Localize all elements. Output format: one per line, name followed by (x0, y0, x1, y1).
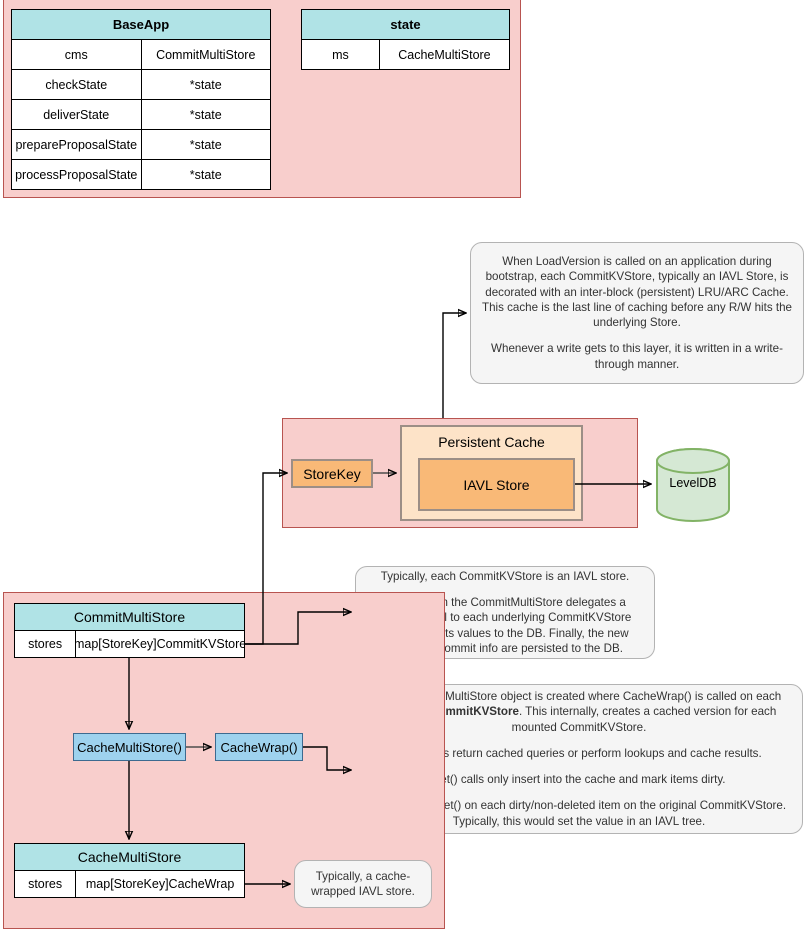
cache-wrap-fn-label: CacheWrap() (220, 739, 298, 755)
table-cell-field: checkState (12, 70, 142, 99)
cachewrap-note-p1b: CommitKVStore (430, 705, 519, 719)
load-version-note-p2: Whenever a write gets to this layer, it … (491, 342, 783, 371)
wire-persistentcache-to-loadversion (442, 313, 466, 418)
table-row: cms CommitMultiStore (12, 40, 270, 70)
table-cell-type: CommitMultiStore (156, 47, 256, 62)
table-row: prepareProposalState *state (12, 130, 270, 160)
table-cell-type: map[StoreKey]CacheWrap (85, 877, 235, 891)
iavl-store-box: IAVL Store (418, 458, 575, 511)
cachewrap-note-p3: Set() calls only insert into the cache a… (432, 773, 726, 787)
cache-multistore-table: CacheMultiStore stores map[StoreKey]Cach… (14, 843, 245, 898)
table-row: deliverState *state (12, 100, 270, 130)
state-table: state ms CacheMultiStore (301, 9, 510, 70)
table-row: processProposalState *state (12, 160, 270, 189)
table-cell-field: deliverState (12, 100, 142, 129)
table-row: stores map[StoreKey]CommitKVStore (15, 631, 244, 657)
table-cell-type: *state (189, 77, 222, 92)
table-cell-type: *state (189, 107, 222, 122)
table-cell-type: *state (189, 137, 222, 152)
table-cell-field: cms (12, 40, 142, 69)
leveldb-label: LevelDB (669, 476, 717, 490)
cachewrap-note-p4: Write() calls Set() on each dirty/non-de… (371, 799, 787, 828)
cachewrap-note-p1c: . This internally, creates a cached vers… (511, 705, 777, 734)
cache-wrap-fn-box: CacheWrap() (215, 733, 303, 761)
iavl-store-label: IAVL Store (463, 476, 530, 493)
table-cell-type: *state (189, 167, 222, 182)
store-key-label: StoreKey (303, 465, 361, 482)
table-cell-field: stores (15, 631, 77, 657)
store-key-box: StoreKey (291, 459, 373, 488)
cache-multistore-fn-label: CacheMultiStore() (77, 739, 182, 755)
table-cell-field: processProposalState (12, 160, 142, 189)
load-version-note: When LoadVersion is called on an applica… (470, 242, 804, 384)
cache-multistore-title: CacheMultiStore (15, 844, 244, 871)
table-row: ms CacheMultiStore (302, 40, 509, 69)
table-cell-type: map[StoreKey]CommitKVStore (76, 637, 244, 651)
commit-note-p1: Typically, each CommitKVStore is an IAVL… (380, 569, 630, 583)
load-version-note-p1: When LoadVersion is called on an applica… (482, 254, 792, 330)
persistent-cache-label: Persistent Cache (438, 434, 545, 450)
table-cell-field: prepareProposalState (12, 130, 142, 159)
table-row: checkState *state (12, 70, 270, 100)
cache-multistore-fn-box: CacheMultiStore() (73, 733, 186, 761)
table-cell-field: ms (302, 40, 380, 69)
table-cell-type: CacheMultiStore (398, 47, 491, 62)
cachewrapped-note-p1: Typically, a cache-wrapped IAVL store. (311, 869, 415, 898)
table-cell-field: stores (15, 871, 77, 897)
table-row: stores map[StoreKey]CacheWrap (15, 871, 244, 897)
state-table-title: state (302, 10, 509, 40)
baseapp-table-title: BaseApp (12, 10, 270, 40)
leveldb-cylinder: LevelDB (655, 448, 731, 522)
commit-multistore-title: CommitMultiStore (15, 604, 244, 631)
commit-multistore-table: CommitMultiStore stores map[StoreKey]Com… (14, 603, 245, 658)
baseapp-table: BaseApp cms CommitMultiStore checkState … (11, 9, 271, 190)
cachewrapped-note: Typically, a cache-wrapped IAVL store. (294, 860, 432, 908)
cachewrap-note-p2: Get() calls return cached queries or per… (396, 746, 762, 760)
leveldb-shape (655, 448, 731, 522)
